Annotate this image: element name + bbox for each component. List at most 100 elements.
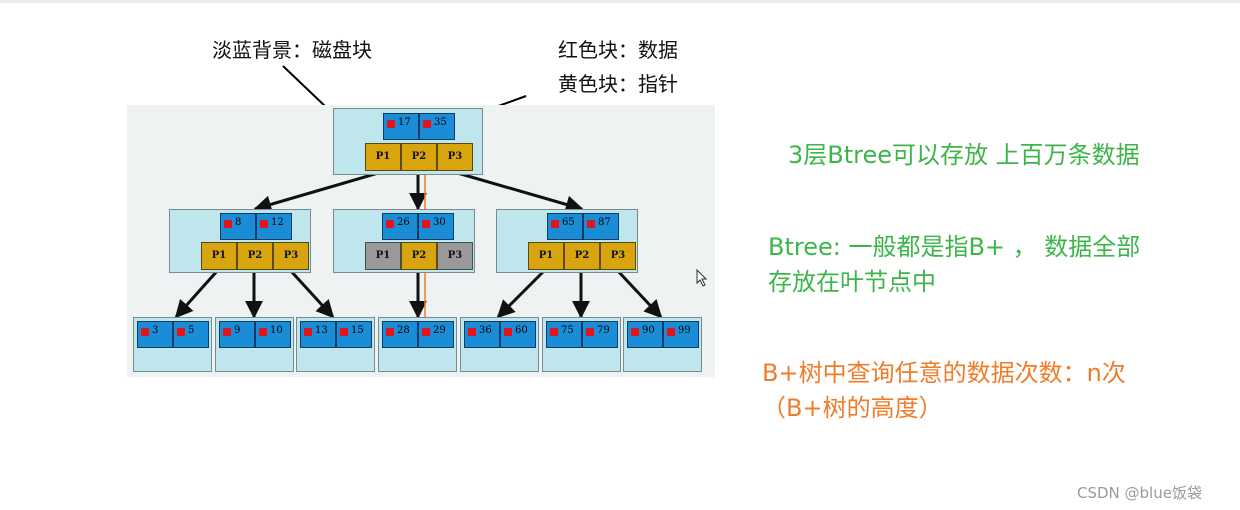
node1-key-2: 12 [256, 213, 292, 240]
key-label: 13 [315, 325, 328, 336]
key-label: 75 [561, 325, 574, 336]
data-marker [304, 328, 312, 336]
legend-red-data: 红色块：数据 [558, 38, 678, 62]
note-query-line-2: （B+树的高度） [762, 393, 943, 422]
leaf-node-7: 90 99 [623, 317, 702, 372]
data-marker [387, 120, 395, 128]
level2-node-2: 26 30 P1 P2 P3 [333, 209, 475, 273]
leaf7-key-2: 99 [663, 321, 699, 348]
data-marker [550, 328, 558, 336]
root-node: 17 35 P1 P2 P3 [333, 108, 483, 175]
node3-pointer-2: P2 [564, 242, 600, 270]
leaf6-key-1: 75 [546, 321, 582, 348]
data-marker [422, 220, 430, 228]
data-marker [340, 328, 348, 336]
data-marker [423, 120, 431, 128]
note-btree-line-1: Btree: 一般都是指B+ ， 数据全部 [768, 233, 1141, 261]
data-marker [223, 328, 231, 336]
key-label: 28 [397, 325, 410, 336]
leaf1-key-2: 5 [173, 321, 209, 348]
leaf-node-1: 3 5 [133, 317, 212, 372]
data-marker [504, 328, 512, 336]
note-query-line-1: B+树中查询任意的数据次数：n次 [762, 359, 1126, 387]
root-pointer-3: P3 [437, 143, 473, 171]
leaf5-key-2: 60 [500, 321, 536, 348]
data-marker [386, 220, 394, 228]
cursor-icon [696, 269, 708, 287]
node1-pointer-3: P3 [273, 242, 309, 270]
key-label: 9 [234, 325, 241, 336]
leaf-node-6: 75 79 [542, 317, 621, 372]
data-marker [667, 328, 675, 336]
leaf-node-2: 9 10 [215, 317, 294, 372]
note-btree: Btree: 一般都是指B+ ， 数据全部 存放在叶节点中 [768, 230, 1140, 300]
node1-pointer-1: P1 [201, 242, 237, 270]
top-border [0, 0, 1240, 3]
key-label: 12 [271, 217, 284, 228]
root-pointer-2: P2 [401, 143, 437, 171]
btree-diagram: 17 35 P1 P2 P3 8 12 P1 P2 P3 26 30 [127, 105, 715, 377]
data-marker [259, 328, 267, 336]
legend-yellow-pointer: 黄色块：指针 [558, 72, 678, 96]
level2-node-1: 8 12 P1 P2 P3 [169, 209, 311, 273]
data-marker [587, 220, 595, 228]
key-label: 10 [270, 325, 283, 336]
data-marker [551, 220, 559, 228]
key-label: 8 [235, 217, 242, 228]
node2-key-2: 30 [418, 213, 454, 240]
key-label: 30 [433, 217, 446, 228]
leaf5-key-1: 36 [464, 321, 500, 348]
node3-pointer-3: P3 [600, 242, 636, 270]
key-label: 65 [562, 217, 575, 228]
leaf7-key-1: 90 [627, 321, 663, 348]
data-marker [386, 328, 394, 336]
root-key-1: 17 [383, 113, 419, 140]
arrow-n3-p3 [615, 268, 663, 319]
node3-key-2: 87 [583, 213, 619, 240]
data-marker [468, 328, 476, 336]
node3-key-1: 65 [547, 213, 583, 240]
data-marker [631, 328, 639, 336]
node1-key-1: 8 [220, 213, 256, 240]
node2-key-1: 26 [382, 213, 418, 240]
leaf-node-5: 36 60 [460, 317, 539, 372]
key-label: 60 [515, 325, 528, 336]
data-marker [422, 328, 430, 336]
leaf3-key-1: 13 [300, 321, 336, 348]
node1-pointer-2: P2 [237, 242, 273, 270]
leaf-node-3: 13 15 [296, 317, 375, 372]
leaf-node-4: 28 29 [378, 317, 457, 372]
watermark: CSDN @blue饭袋 [1077, 484, 1202, 502]
level2-node-3: 65 87 P1 P2 P3 [496, 209, 638, 273]
leaf4-key-1: 28 [382, 321, 418, 348]
arrow-n1-p3 [288, 268, 335, 319]
leaf1-key-1: 3 [137, 321, 173, 348]
arrow-n3-p1 [496, 268, 547, 319]
leaf4-key-2: 29 [418, 321, 454, 348]
key-label: 99 [678, 325, 691, 336]
root-pointer-1: P1 [365, 143, 401, 171]
key-label: 35 [434, 117, 447, 128]
note-capacity: 3层Btree可以存放 上百万条数据 [788, 141, 1140, 169]
key-label: 17 [398, 117, 411, 128]
root-key-2: 35 [419, 113, 455, 140]
arrow-root-p3 [453, 170, 584, 214]
key-label: 3 [152, 325, 159, 336]
key-label: 36 [479, 325, 492, 336]
key-label: 79 [597, 325, 610, 336]
data-marker [260, 220, 268, 228]
key-label: 15 [351, 325, 364, 336]
arrow-root-p1 [253, 170, 383, 214]
legend-disk-block: 淡蓝背景：磁盘块 [212, 38, 372, 62]
leaf2-key-1: 9 [219, 321, 255, 348]
node3-pointer-1: P1 [528, 242, 564, 270]
leaf3-key-2: 15 [336, 321, 372, 348]
key-label: 87 [598, 217, 611, 228]
note-query-count: B+树中查询任意的数据次数：n次 （B+树的高度） [762, 356, 1126, 426]
key-label: 29 [433, 325, 446, 336]
data-marker [141, 328, 149, 336]
leaf2-key-2: 10 [255, 321, 291, 348]
note-btree-line-2: 存放在叶节点中 [768, 267, 936, 296]
key-label: 5 [188, 325, 195, 336]
leaf6-key-2: 79 [582, 321, 618, 348]
